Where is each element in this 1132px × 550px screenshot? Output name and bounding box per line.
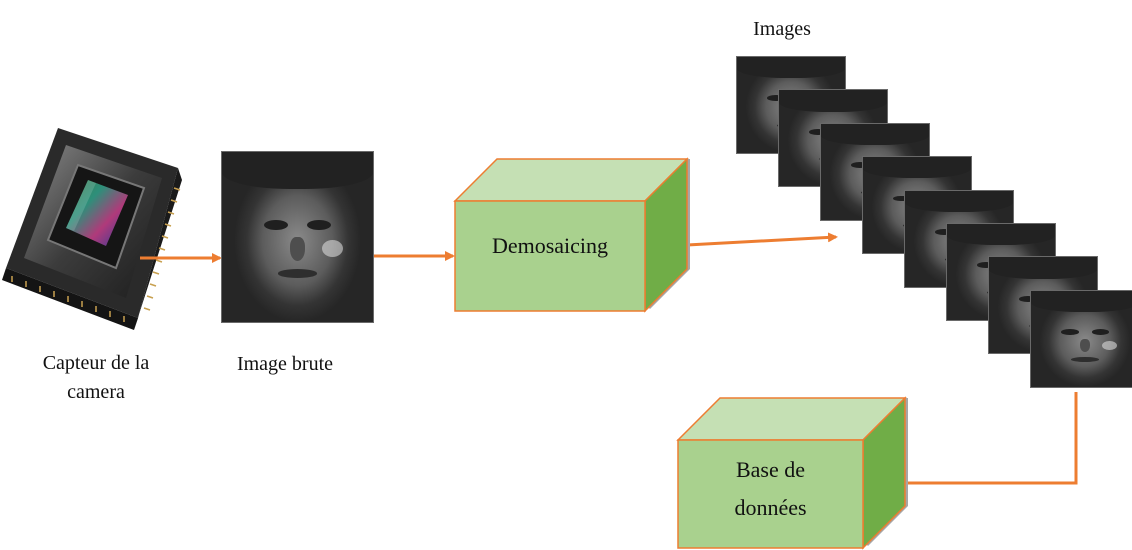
database-label: Base de données: [678, 451, 863, 527]
stacked-face-image: [1030, 289, 1132, 388]
arrow-demosaicing-to-images: [686, 232, 838, 247]
sensor-caption-line2: camera: [67, 381, 125, 403]
raw-image-caption: Image brute: [236, 353, 334, 375]
database-label-line1: Base de: [735, 457, 806, 482]
raw-face-image: [221, 151, 374, 323]
images-caption: Images: [753, 18, 811, 40]
sensor-caption: Capteur de la camera: [12, 349, 180, 407]
sensor-caption-line1: Capteur de la: [42, 352, 150, 374]
demosaicing-box: [453, 157, 690, 313]
demosaicing-label: Demosaicing: [491, 233, 609, 258]
database-box: [676, 396, 908, 550]
arrow-images-to-database: [895, 392, 1078, 488]
camera-sensor-image: [2, 128, 182, 330]
database-label-line2: données: [734, 495, 807, 520]
